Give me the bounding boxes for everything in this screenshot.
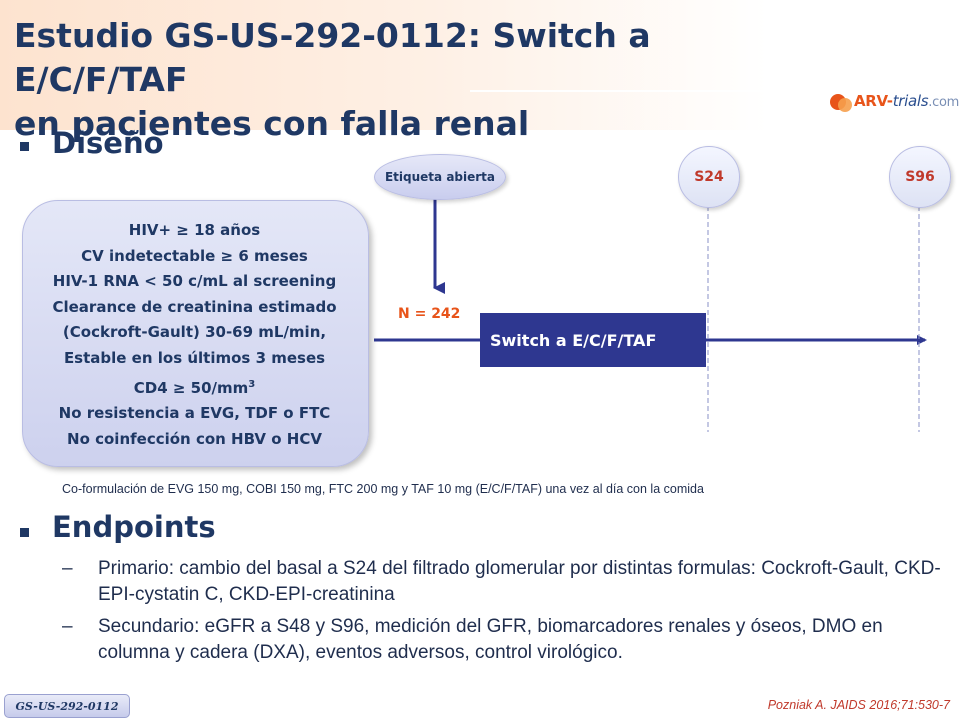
endpoints-list: – Primario: cambio del basal a S24 del f…: [62, 556, 942, 672]
endpoint-text: Primario: cambio del basal a S24 del fil…: [98, 558, 941, 605]
open-label-ellipse: Etiqueta abierta: [374, 154, 506, 200]
criteria-item: Estable en los últimos 3 meses: [63, 348, 326, 367]
criteria-item: No coinfección con HBV o HCV: [67, 429, 322, 448]
dash-bullet: –: [62, 558, 73, 579]
arv-trials-logo: ARV-trials.com: [830, 88, 959, 120]
treatment-arm-box: Switch a E/C/F/TAF: [480, 313, 706, 367]
logo-text-trials: trials: [892, 92, 929, 110]
design-heading: Diseño: [52, 126, 164, 160]
week-marker-s96: S96: [889, 146, 951, 208]
logo-text-arv: ARV-: [854, 92, 893, 110]
sample-size-label: N = 242: [398, 306, 461, 322]
study-id-tag: GS-US-292-0112: [4, 694, 130, 718]
title-divider: [470, 90, 960, 92]
inclusion-criteria-box: [22, 200, 369, 467]
endpoint-item-primary: – Primario: cambio del basal a S24 del f…: [62, 556, 942, 608]
dash-bullet: –: [62, 616, 73, 637]
bullet-square-icon: [20, 142, 29, 151]
logo-text-com: .com: [928, 95, 959, 110]
endpoint-text: Secundario: eGFR a S48 y S96, medición d…: [98, 616, 883, 663]
criteria-item: CV indetectable ≥ 6 meses: [81, 246, 308, 265]
criteria-item: HIV-1 RNA < 50 c/mL al screening: [52, 272, 337, 291]
header-band: [0, 0, 960, 130]
inclusion-criteria-list: HIV+ ≥ 18 años CV indetectable ≥ 6 meses…: [22, 218, 367, 452]
endpoint-item-secondary: – Secundario: eGFR a S48 y S96, medición…: [62, 614, 942, 666]
criteria-item: Clearance de creatinina estimado: [52, 297, 337, 316]
endpoints-heading: Endpoints: [52, 510, 216, 544]
criteria-item: (Cockroft-Gault) 30-69 mL/min,: [62, 323, 327, 342]
arv-trials-logo-icon: [830, 92, 854, 114]
criteria-item-cd4: CD4 ≥ 50/mm3: [22, 372, 367, 402]
citation: Pozniak A. JAIDS 2016;71:530-7: [767, 698, 950, 712]
criteria-item: HIV+ ≥ 18 años: [128, 221, 261, 239]
week-marker-s24: S24: [678, 146, 740, 208]
criteria-cd4-text: CD4 ≥ 50/mm: [133, 378, 249, 397]
slide-title: Estudio GS-US-292-0112: Switch a E/C/F/T…: [14, 14, 814, 146]
bullet-square-icon: [20, 528, 29, 537]
criteria-item: No resistencia a EVG, TDF o FTC: [58, 404, 331, 423]
coformulation-footnote: Co-formulación de EVG 150 mg, COBI 150 m…: [62, 482, 704, 496]
slide-title-line-1: Estudio GS-US-292-0112: Switch a E/C/F/T…: [14, 16, 651, 99]
criteria-cd4-superscript: 3: [248, 378, 256, 390]
slide-title-line-2: en pacientes con falla renal: [14, 104, 530, 143]
logo-text: ARV-trials.com: [854, 92, 959, 110]
